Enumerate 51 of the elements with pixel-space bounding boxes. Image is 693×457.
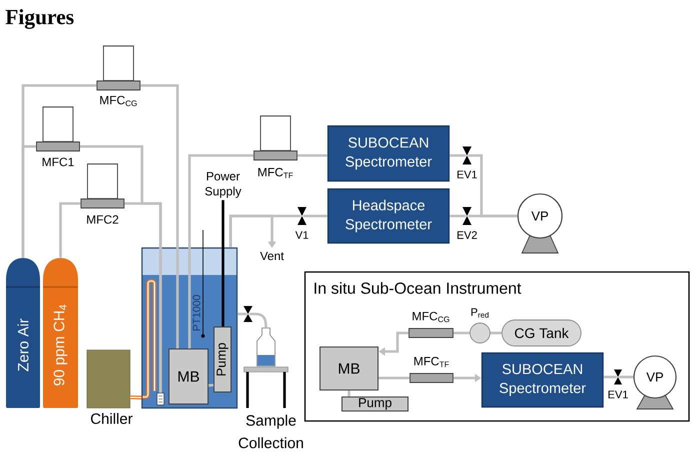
pump-box: Pump: [342, 396, 408, 412]
device-label: MFC$_{CG}$: [100, 96, 137, 106]
gas-line: [450, 214, 466, 218]
valve-symbol: [244, 306, 252, 322]
device-label: Chiller: [91, 412, 132, 424]
gas-line: [22, 145, 36, 258]
valve-label: EV2: [458, 231, 477, 239]
device-label: MFC$_{TF}$: [414, 356, 449, 368]
coolant-tube: [130, 395, 142, 400]
vacuum-pump: VP: [517, 193, 563, 254]
gas-line: [208, 384, 214, 387]
spectrometer-box: SUBOCEAN Spectrometer: [481, 352, 604, 408]
vacuum-pump: VP: [633, 355, 677, 410]
gas-line: [238, 312, 247, 316]
gas-line: [59, 202, 81, 258]
gas-line: [604, 376, 617, 378]
device-label: Sample Collection: [238, 414, 303, 448]
gas-line: [303, 214, 328, 218]
gas-line: [490, 332, 502, 334]
text-label: Power Supply: [205, 172, 242, 198]
gas-line: [468, 214, 518, 218]
gas-line: [188, 154, 254, 348]
gas-line: [450, 154, 466, 157]
power-cable: [222, 200, 224, 326]
probe-label: PT1000: [192, 295, 200, 331]
pump-box: Pump: [214, 326, 232, 392]
device-label: MFC2: [87, 215, 118, 224]
device-label: P$_{red}$: [471, 308, 488, 318]
valve-label: EV1: [458, 170, 477, 178]
gas-line: [378, 376, 410, 380]
mixing-box: MB: [168, 348, 208, 404]
gas-cylinder: 90 ppm CH$_{4}$: [43, 258, 78, 408]
gas-line: [124, 202, 162, 393]
gas-line: [297, 154, 328, 157]
mixing-box: MB: [320, 346, 378, 390]
valve-label: EV1: [608, 390, 628, 398]
valve-label: V1: [295, 231, 308, 239]
device-label: MFC$_{CG}$: [412, 312, 450, 322]
gas-line: [619, 376, 634, 378]
text-label: Vent: [260, 252, 284, 260]
gas-cylinder: Zero Air: [6, 258, 40, 408]
air-stone: [156, 392, 164, 406]
page-heading: Figures: [6, 9, 74, 29]
spectrometer-box: Headspace Spectrometer: [327, 188, 450, 244]
spectrometer-box: SUBOCEAN Spectrometer: [327, 125, 450, 182]
gas-line: [348, 390, 350, 396]
gas-line: [453, 332, 470, 334]
device-label: MFC$_{TF}$: [258, 168, 293, 178]
device-label: MFC1: [42, 158, 74, 166]
gas-tank: CG Tank: [502, 320, 582, 346]
gas-line: [140, 84, 179, 348]
